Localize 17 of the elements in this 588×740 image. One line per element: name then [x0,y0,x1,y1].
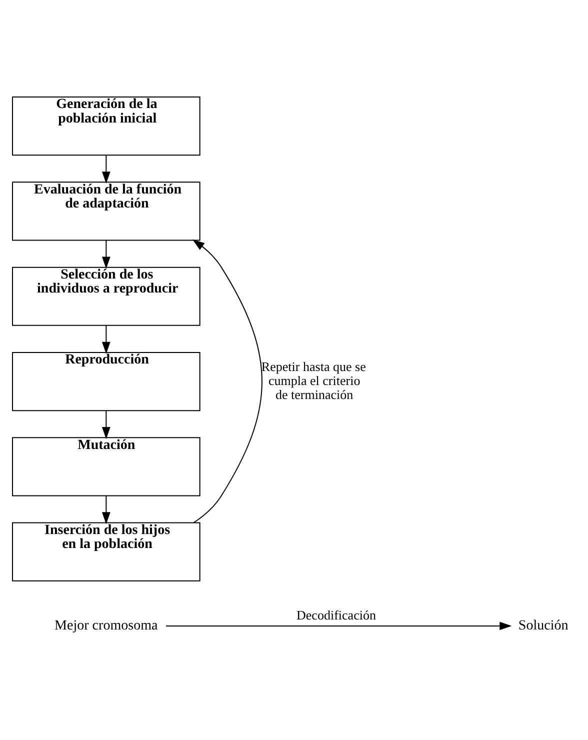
edge-label: Repetir hasta que se cumpla el criterio de terminación [261,358,366,402]
node-box: Selección de los individuos a reproducir [12,266,200,326]
arrow [102,154,110,184]
arrow [192,239,262,523]
node-text: Solución [518,618,568,634]
node-box: Reproducción [12,351,200,411]
node-text: Mejor cromosoma [54,618,158,634]
edge-label: Decodificación [296,606,376,622]
arrow [102,239,110,268]
arrow [102,410,110,439]
node-box: Mutación [12,436,200,496]
node-box: Generación de la población inicial [12,96,200,156]
arrow [165,621,512,630]
node-box: Evaluación de la función de adaptación [12,181,200,240]
arrow [102,324,110,354]
arrow [102,494,110,524]
node-box: Inserción de los hijos en la población [12,522,200,581]
